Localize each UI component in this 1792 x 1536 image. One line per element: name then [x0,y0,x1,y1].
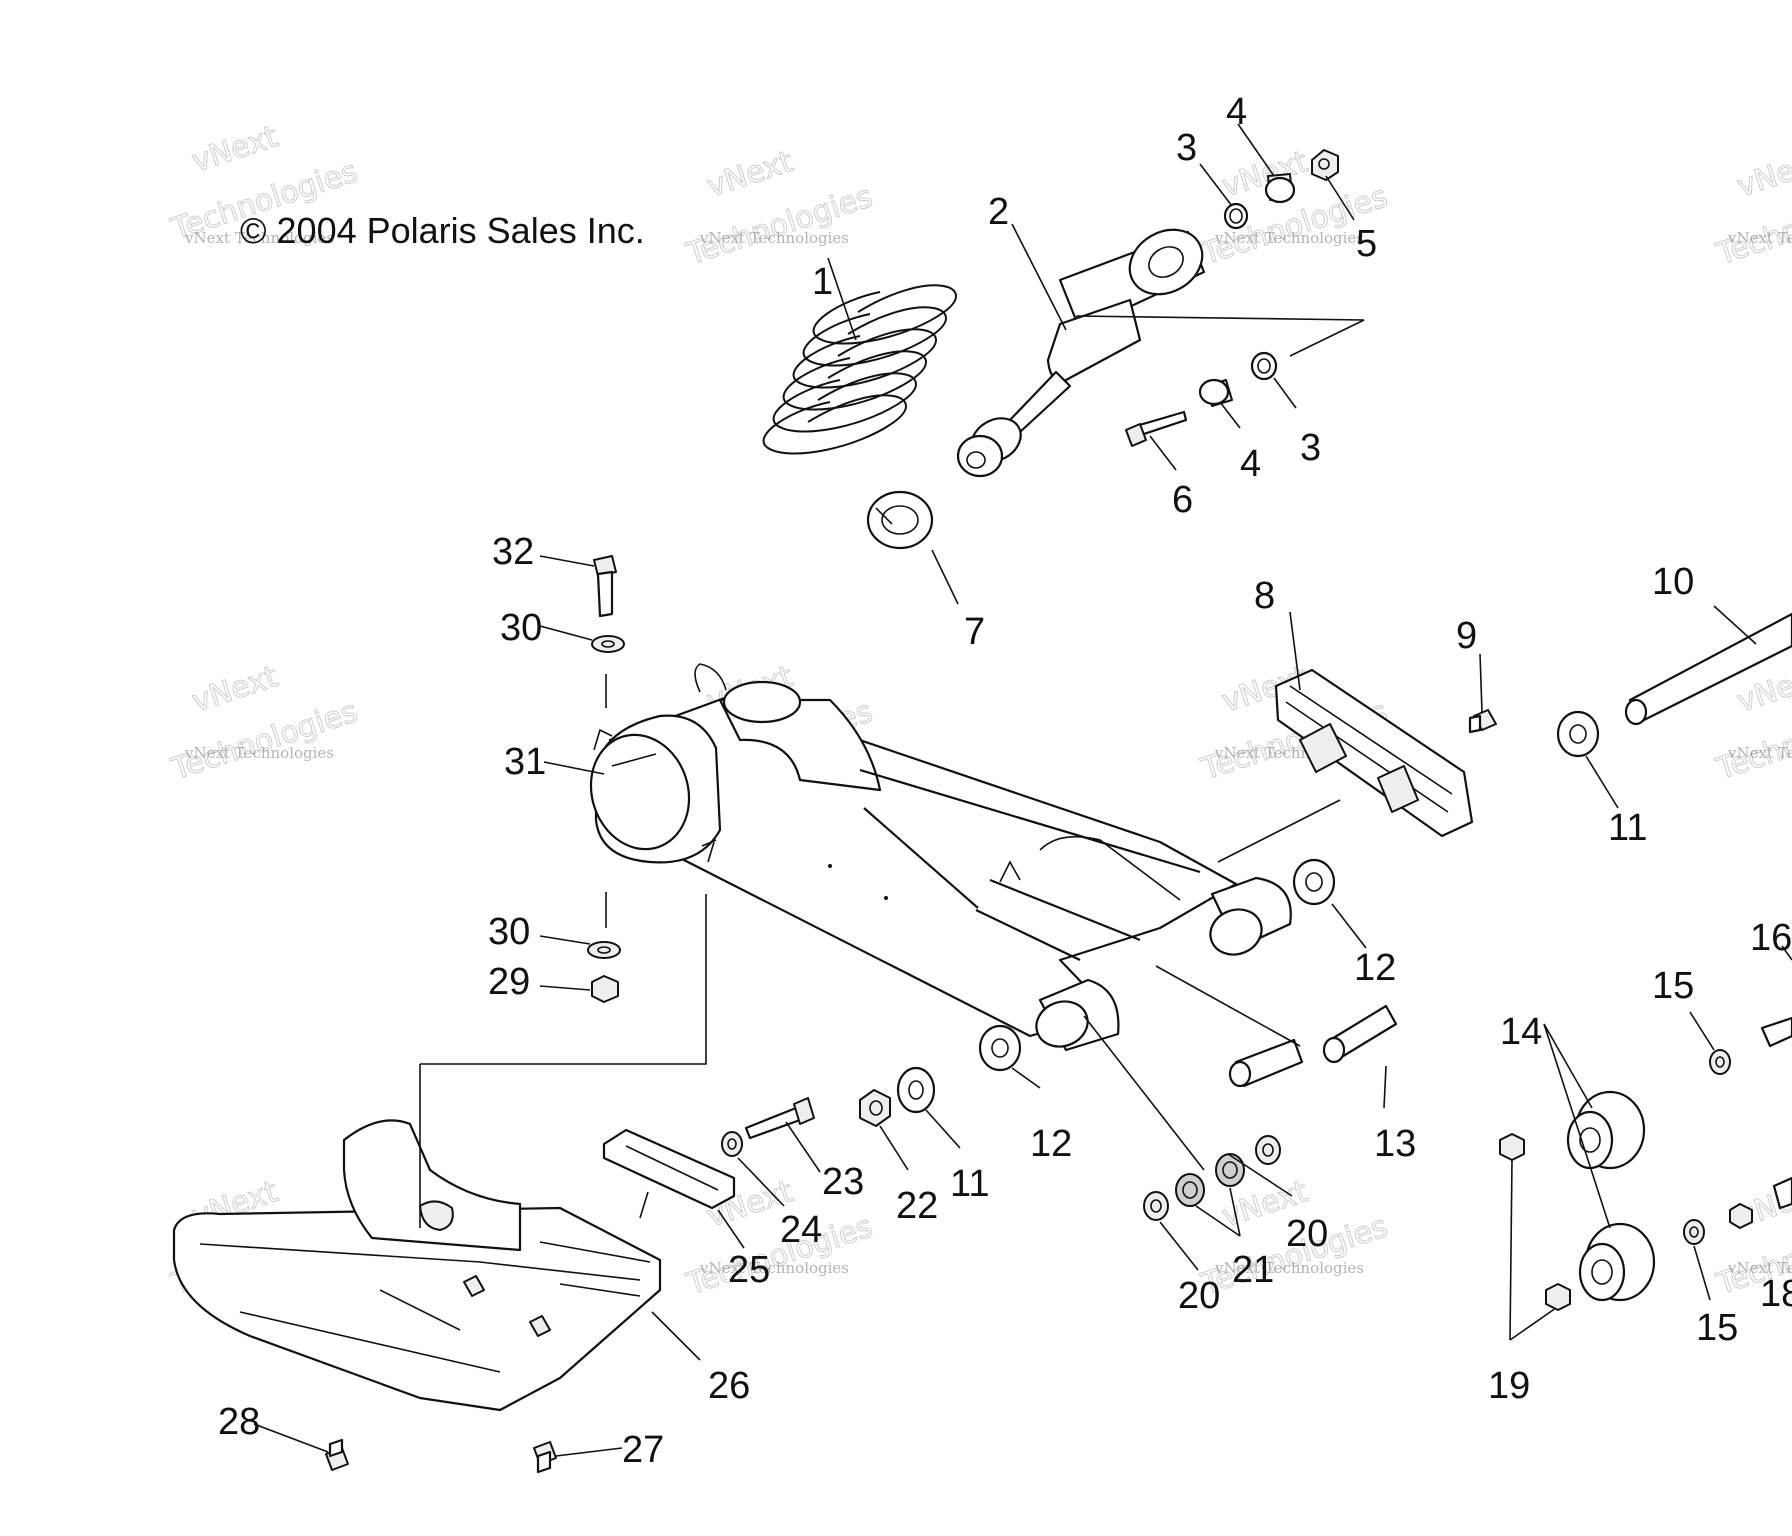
callout-29: 29 [488,961,530,1003]
bolt-part-16 [1760,1016,1792,1210]
washer-part-12-left [978,1024,1022,1072]
callout-12-right: 12 [1354,947,1396,989]
callout-1: 1 [812,261,833,303]
callout-27: 27 [622,1429,664,1471]
callout-10: 10 [1652,561,1694,603]
leader-lines [253,123,1792,1457]
washer-part-30-top [591,635,625,653]
washer-part-20-right [1255,1135,1281,1165]
watermark-top: vNext [188,659,282,719]
callout-2: 2 [988,191,1009,233]
callout-23: 23 [822,1161,864,1203]
callout-25: 25 [728,1249,770,1291]
callout-15-bottom: 15 [1696,1307,1738,1349]
spring-part [762,284,957,455]
roller-part-14-top [1566,1090,1646,1170]
washer-part-11-right [1556,710,1600,758]
washer-part-15-top [1709,1049,1731,1075]
callout-3-mid: 3 [1300,427,1321,469]
nut-part-22 [859,1089,891,1127]
callout-26: 26 [708,1365,750,1407]
callout-31: 31 [504,741,546,783]
watermark-text: vNext Technologies [184,744,334,762]
bushing-part-4-mid [1198,378,1233,407]
callout-20-left: 20 [1178,1275,1220,1317]
callout-4-top: 4 [1226,91,1247,133]
bolt-part-27 [533,1441,557,1474]
bolt-part-6 [1125,410,1188,447]
callout-11-left: 11 [950,1163,989,1205]
callout-15-top: 15 [1652,965,1694,1007]
block-part-25 [602,1128,736,1219]
retainer-part-7 [866,490,934,550]
nut-part-18 [1729,1203,1753,1229]
callout-28: 28 [218,1401,260,1443]
watermark-text: vNext Technologies [1727,744,1792,762]
nut-part-29 [591,975,619,1003]
washer-part-3-top [1223,202,1249,230]
watermark-text: vNext Technologies [699,1259,849,1277]
watermark: vNext Technologies [681,144,877,273]
callout-7: 7 [964,611,985,653]
shock-absorber-part [956,228,1365,478]
washer-part-11-left [896,1066,936,1114]
watermark: vNext Technologies [166,659,362,788]
watermark-text: vNext Technologies [1727,229,1792,247]
callout-22: 22 [896,1185,938,1227]
watermark-text: vNext Technologies [1727,1259,1792,1277]
watermark-top: vNext [1218,144,1312,204]
callout-numbers: 1 2 3 4 5 3 4 6 7 8 9 10 11 12 12 13 14 … [218,91,1792,1471]
watermark: vNext Technologies [1711,144,1792,273]
washer-part-12-right [1292,858,1336,906]
screw-part-9 [1468,709,1497,734]
callout-3-top: 3 [1176,127,1197,169]
callout-16: 16 [1750,917,1792,959]
nut-part-19-bottom [1545,1283,1571,1311]
watermark-text: vNext Technologies [699,229,849,247]
bolt-part-32 [593,555,617,618]
roller-part-14-bottom [1578,1222,1656,1302]
swing-arm-part [589,663,1292,1052]
watermark-text: vNext Technologies [1214,229,1364,247]
bolt-part-23 [744,1097,815,1140]
callout-5: 5 [1356,223,1377,265]
washer-part-24 [721,1131,743,1157]
nut-part-19-top [1499,1133,1525,1161]
callout-6: 6 [1172,479,1193,521]
callout-8: 8 [1254,575,1275,617]
watermark-top: vNext [188,119,282,179]
watermark-text: vNext Technologies [1214,1259,1364,1277]
bushing-part-4-top [1264,173,1296,204]
washer-part-20-left [1143,1191,1169,1221]
callout-18: 18 [1760,1273,1792,1315]
bracket-part-8 [1217,668,1474,863]
callout-30-top: 30 [500,607,542,649]
callout-24: 24 [780,1209,822,1251]
watermark-top: vNext [1733,144,1792,204]
callout-32: 32 [492,531,534,573]
copyright-text: © 2004 Polaris Sales Inc. [240,210,645,251]
watermark-top: vNext [703,144,797,204]
watermark-text: vNext Technologies [184,229,334,247]
callout-21: 21 [1232,1249,1274,1291]
callout-14: 14 [1500,1011,1542,1053]
callout-13: 13 [1374,1123,1416,1165]
bushing-part-21 [1083,1015,1245,1207]
washer-part-30-bottom [587,941,621,959]
callout-9: 9 [1456,615,1477,657]
bolt-part-28 [325,1438,349,1471]
washer-part-15-bottom [1683,1219,1705,1245]
washer-part-3-mid [1250,351,1278,381]
pin-part-13 [1155,965,1398,1088]
callout-20-right: 20 [1286,1213,1328,1255]
callout-11-right: 11 [1608,807,1647,849]
callout-19: 19 [1488,1365,1530,1407]
callout-12-left: 12 [1030,1123,1072,1165]
callout-30-bottom: 30 [488,911,530,953]
nut-part-5 [1311,149,1339,181]
skid-plate-part-26 [172,894,707,1412]
callout-4-mid: 4 [1240,443,1261,485]
